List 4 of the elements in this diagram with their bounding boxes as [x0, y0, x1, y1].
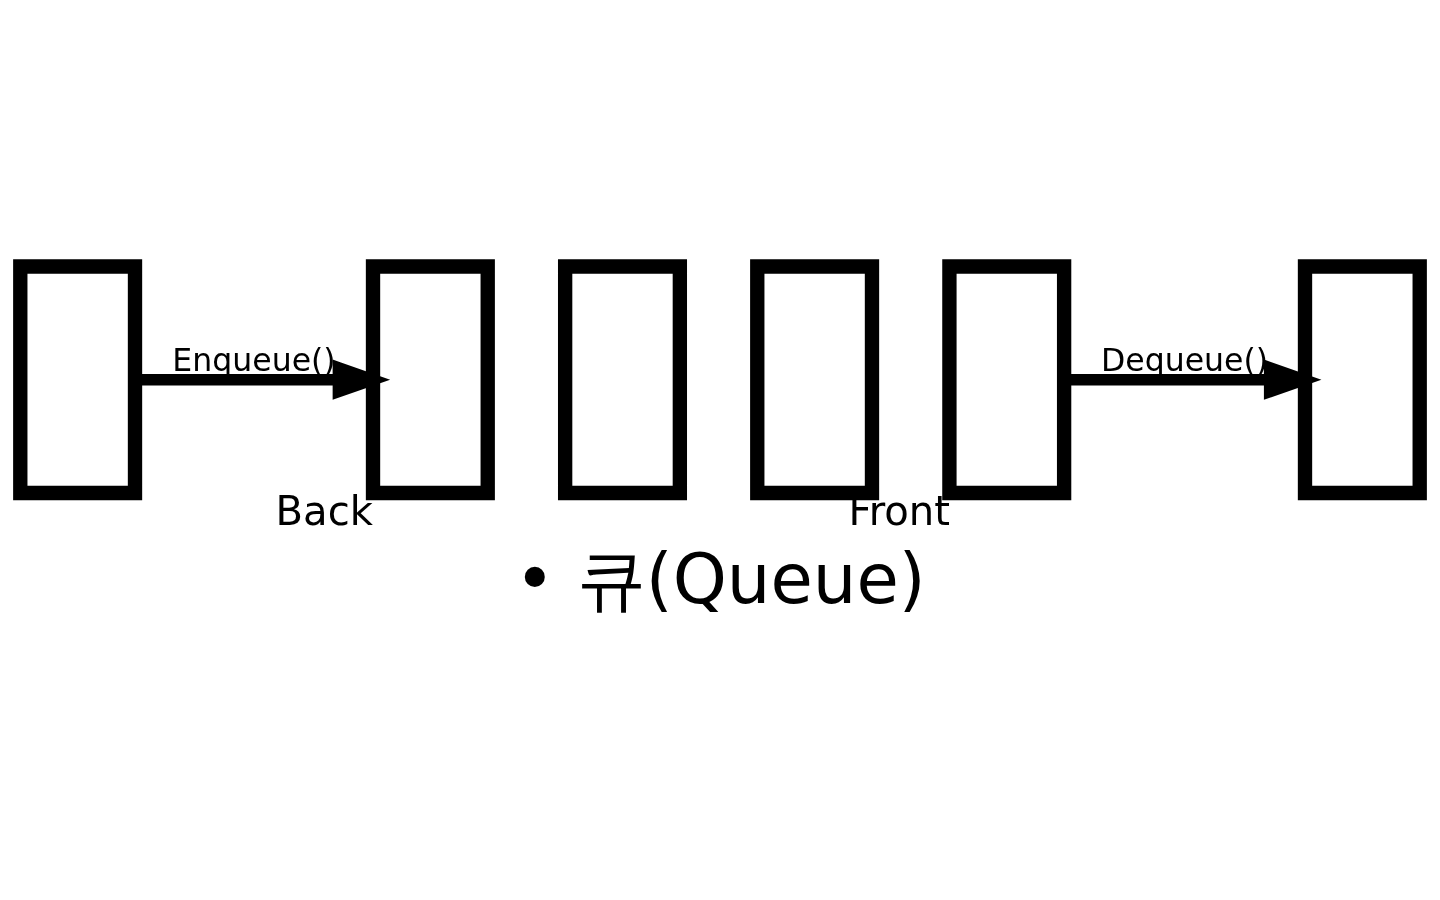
diagram-title: • 큐(Queue) — [514, 538, 926, 619]
node-label: Back — [275, 488, 373, 535]
edge-label: Enqueue() — [172, 341, 336, 378]
edge-label: Dequeue() — [1101, 341, 1269, 378]
